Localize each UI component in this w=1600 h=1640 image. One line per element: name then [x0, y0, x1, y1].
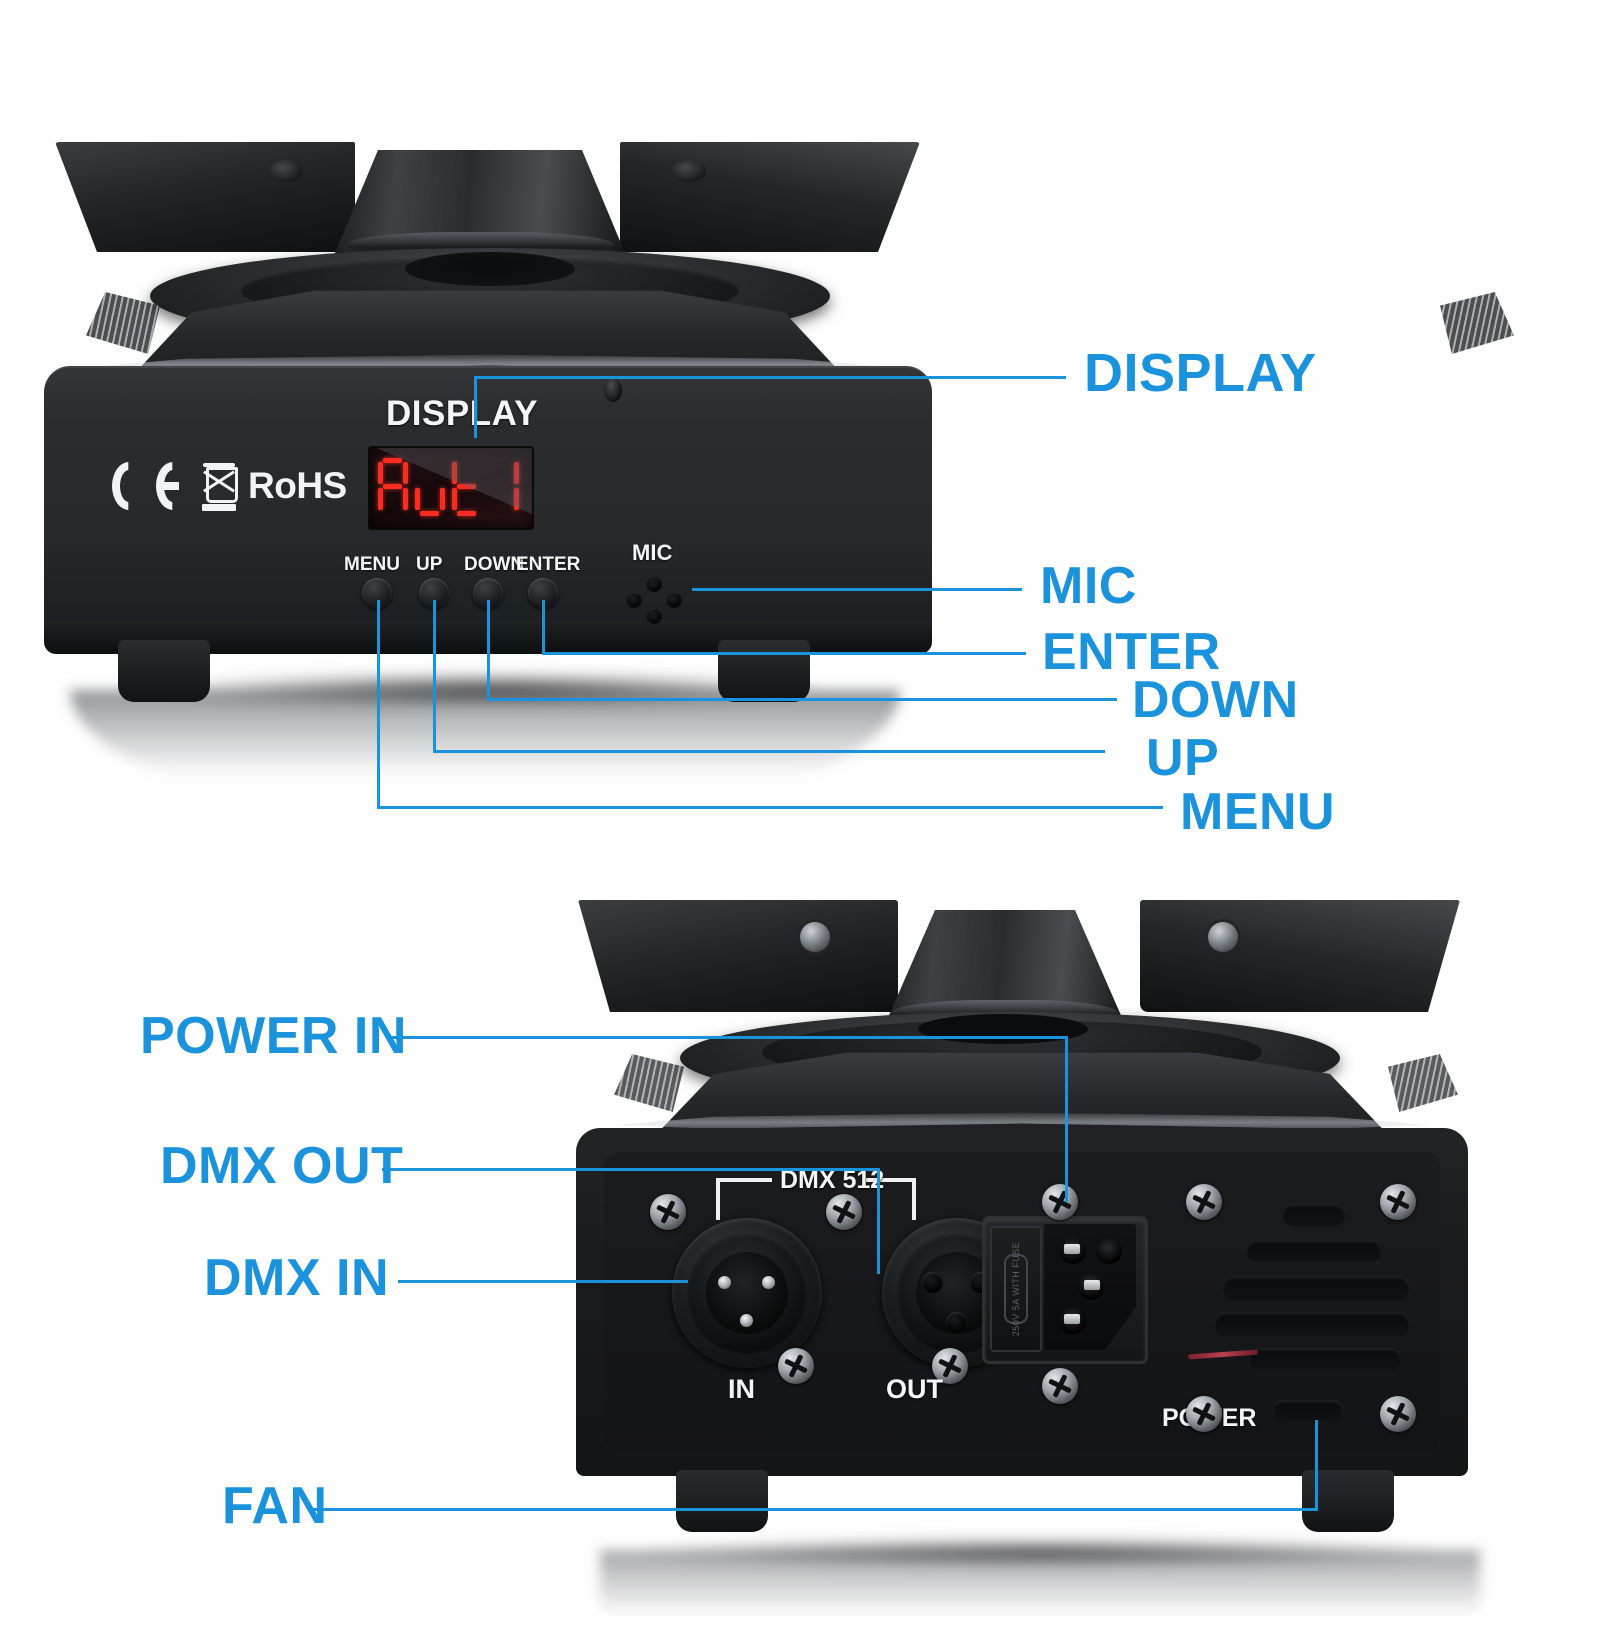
leader-powerin-v [1065, 1036, 1068, 1202]
screw-out-bottom [932, 1348, 968, 1384]
leader-dmxin-h [398, 1280, 688, 1283]
annotation-display: DISPLAY [1084, 343, 1317, 403]
leader-up-h [433, 750, 1105, 753]
fuse-rating-text: 250V 5A WITH FUSE [1011, 1241, 1021, 1337]
yoke-arm-right-rear [1140, 900, 1460, 1012]
seg-char-3 [489, 458, 519, 516]
leader-dmxout-v [877, 1168, 880, 1274]
dmx-bracket-left-h [716, 1178, 772, 1182]
seg-char-2 [452, 458, 482, 516]
yoke-arm-left-rear [578, 900, 898, 1012]
leader-enter-v [542, 600, 545, 654]
shoulder-highlight-rear [616, 1112, 1428, 1129]
leader-display-v [474, 378, 477, 438]
leader-enter-h [542, 652, 1026, 655]
silk-display-label: DISPLAY [386, 394, 538, 433]
screw-out-top [826, 1194, 862, 1230]
led-display-readout [378, 458, 519, 516]
silk-dmx-in-label: IN [728, 1374, 755, 1404]
vent-grille-left-icon [86, 292, 160, 354]
annotation-menu: MENU [1180, 783, 1336, 841]
dmx-bracket-left-v [716, 1178, 720, 1220]
annotation-dmx-out: DMX OUT [160, 1137, 404, 1195]
yoke-arm-left [55, 142, 355, 252]
leader-fan-h [312, 1508, 1318, 1511]
vent-grille-right-icon [1440, 292, 1514, 354]
leader-fan-v [1315, 1420, 1318, 1510]
diagram-stage: RoHS DISPLAY [0, 0, 1600, 1600]
led-display [368, 446, 534, 530]
screw-fan-br [1380, 1396, 1416, 1432]
screw-fan-tl [1186, 1184, 1222, 1220]
contact-shadow-bottom [640, 1538, 1440, 1566]
annotation-power-in: POWER IN [140, 1007, 407, 1065]
yoke-arm-right [620, 142, 920, 252]
screw-fan-tr [1380, 1184, 1416, 1220]
silk-mic-label: MIC [632, 540, 673, 565]
annotation-dmx-in: DMX IN [204, 1249, 389, 1307]
silk-down-label: DOWN [464, 554, 525, 575]
annotation-fan: FAN [222, 1477, 328, 1535]
screw-in-top [650, 1194, 686, 1230]
dmx-bracket-right-h [866, 1178, 916, 1182]
leader-down-v [487, 600, 490, 700]
silk-enter-label: ENTER [516, 554, 581, 575]
annotation-up: UP [1146, 729, 1220, 787]
rubber-foot-left-rear [676, 1470, 768, 1532]
seg-char-0 [378, 458, 408, 516]
screw-power-bottom [1042, 1368, 1078, 1404]
pan-axis-opening-rear [918, 1014, 1088, 1044]
silk-up-label: UP [416, 554, 443, 575]
ce-mark-c-icon [112, 462, 146, 510]
dmx-bracket-right-v [912, 1178, 916, 1220]
screw-fan-bl [1186, 1396, 1222, 1432]
annotation-mic: MIC [1040, 557, 1137, 615]
fuse-holder[interactable]: 250V 5A WITH FUSE [990, 1226, 1042, 1352]
leader-mic-h [692, 588, 1022, 591]
rubber-foot-left [118, 640, 210, 702]
leader-up-v [433, 600, 436, 752]
control-panel-view: RoHS DISPLAY [0, 0, 1600, 880]
annotation-down: DOWN [1132, 671, 1299, 729]
pan-axis-opening [405, 252, 575, 286]
silk-menu-label: MENU [344, 554, 400, 575]
weee-bin-icon [200, 461, 238, 511]
ce-mark-e-icon [156, 462, 190, 510]
rubber-foot-right [718, 640, 810, 702]
leader-display-h [474, 376, 1066, 379]
silk-dmx-out-label: OUT [886, 1374, 943, 1404]
leader-menu-h [377, 806, 1163, 809]
screw-in-bottom [778, 1348, 814, 1384]
leader-down-h [487, 698, 1117, 701]
leader-dmxout-h [382, 1168, 880, 1171]
rohs-text: RoHS [248, 465, 347, 506]
certification-marks: RoHS [112, 455, 347, 517]
ir-sensor-icon [604, 378, 622, 402]
leader-powerin-h [390, 1036, 1068, 1039]
xlr-in[interactable] [672, 1218, 822, 1368]
screw-power-top [1042, 1184, 1078, 1220]
seg-char-1 [415, 458, 445, 516]
leader-menu-v [377, 600, 380, 808]
annotation-enter: ENTER [1042, 623, 1221, 681]
